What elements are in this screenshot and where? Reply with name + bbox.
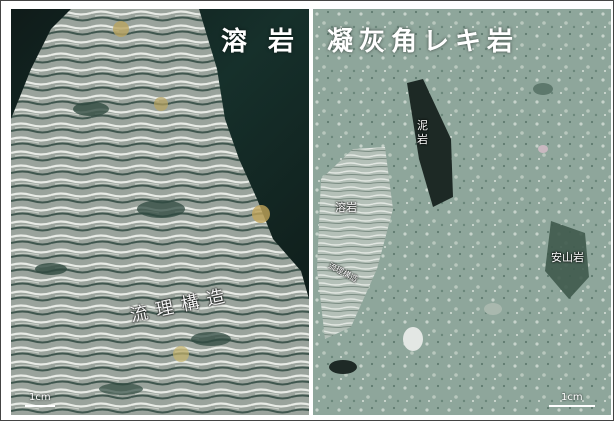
lava-clast xyxy=(317,147,393,339)
tuff-breccia-photo-panel: 凝灰角レキ岩 泥岩 溶岩 流理構造 安山岩 1cm xyxy=(313,9,611,415)
lava-photo-panel: 溶 岩 流理構造 1cm xyxy=(11,9,309,415)
lava-clast-label: 溶岩 xyxy=(335,201,357,214)
scale-bar xyxy=(25,405,55,407)
scale-label: 1cm xyxy=(29,392,51,403)
andesite-label: 安山岩 xyxy=(551,251,584,264)
mudstone-label: 泥岩 xyxy=(417,119,428,146)
tuff-breccia-image xyxy=(313,9,611,415)
andesite-clast xyxy=(545,221,589,299)
tuff-breccia-title: 凝灰角レキ岩 xyxy=(327,27,520,57)
scale-bar xyxy=(549,405,595,407)
lava-title: 溶 岩 xyxy=(221,27,301,57)
lava-specimen-image xyxy=(11,9,309,415)
mudstone-clast xyxy=(407,79,453,207)
scale-label: 1cm xyxy=(561,392,583,403)
